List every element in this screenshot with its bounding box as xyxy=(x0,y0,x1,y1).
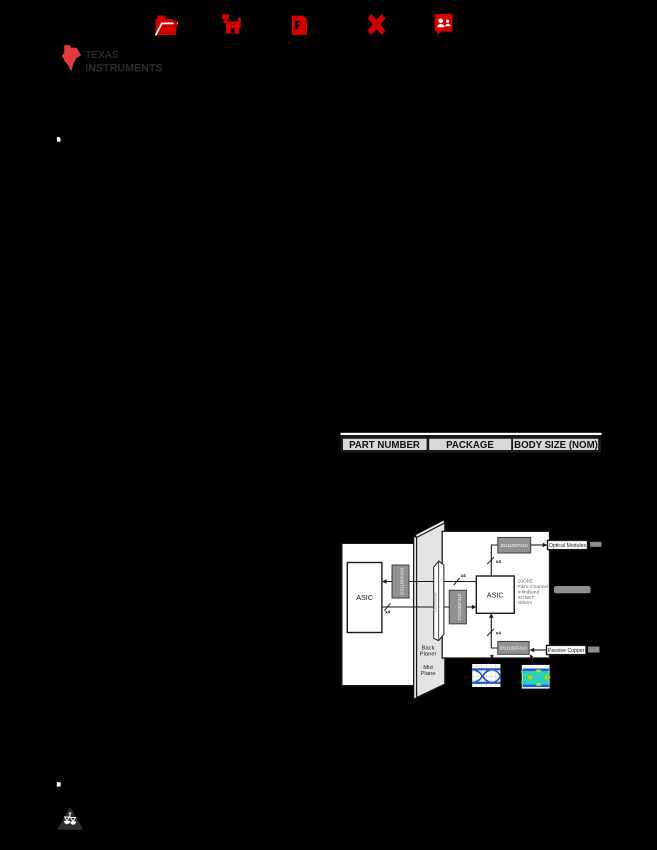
svg-text:Optical Modules: Optical Modules xyxy=(549,543,587,549)
svg-text:PACKAGE: PACKAGE xyxy=(446,440,494,451)
svg-text:DS110DF410: DS110DF410 xyxy=(457,593,462,620)
svg-text:Connector: Connector xyxy=(433,592,438,612)
svg-text:Fibre Channel: Fibre Channel xyxy=(518,584,549,590)
svg-text:x4: x4 xyxy=(496,559,502,564)
svg-text:Plane/: Plane/ xyxy=(420,652,437,658)
svg-text:Others: Others xyxy=(518,600,533,606)
svg-text:Passive Copper: Passive Copper xyxy=(548,648,585,654)
svg-text:x4: x4 xyxy=(496,630,502,635)
svg-text:Back: Back xyxy=(421,646,434,652)
svg-text:10GbE: 10GbE xyxy=(518,579,534,585)
svg-text:InfiniBand: InfiniBand xyxy=(518,589,540,595)
svg-text:Plane: Plane xyxy=(420,671,436,677)
svg-text:SONET: SONET xyxy=(518,595,535,601)
svg-text:PART NUMBER: PART NUMBER xyxy=(349,440,420,451)
svg-text:BODY SIZE (NOM): BODY SIZE (NOM) xyxy=(514,440,598,451)
svg-text:x4: x4 xyxy=(385,609,391,614)
svg-text:ASIC: ASIC xyxy=(356,593,373,602)
svg-text:ASIC: ASIC xyxy=(487,590,504,599)
svg-text:DS110DF410: DS110DF410 xyxy=(500,646,527,651)
svg-text:DS110DF410: DS110DF410 xyxy=(501,543,528,548)
svg-text:INSTRUMENTS: INSTRUMENTS xyxy=(85,63,162,75)
svg-text:TEXAS: TEXAS xyxy=(85,50,119,61)
svg-text:DS110DF410: DS110DF410 xyxy=(400,568,405,595)
svg-text:x4: x4 xyxy=(461,573,467,578)
svg-text:Mid: Mid xyxy=(423,665,433,671)
